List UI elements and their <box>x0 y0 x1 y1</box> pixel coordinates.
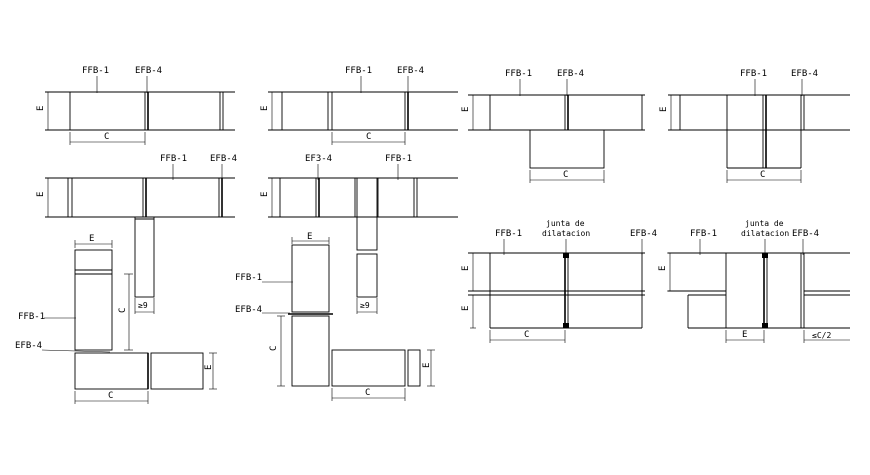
dim-e: E <box>204 365 214 370</box>
detail-9-expansion-joint: E E C FFB-1 junta de dilatacion EFB-4 <box>461 219 657 343</box>
label-ffb1: FFB-1 <box>495 229 522 239</box>
label-ffb1: FFB-1 <box>385 154 412 164</box>
label-junta-2: dilatacion <box>542 229 590 238</box>
label-ffb1: FFB-1 <box>82 66 109 76</box>
label-efb4: EFB-4 <box>210 154 237 164</box>
detail-1-straight-joint: E C FFB-1 EFB-4 <box>36 66 235 145</box>
label-efb4: EFB-4 <box>630 229 657 239</box>
dim-e: E <box>307 232 312 242</box>
dim-e: E <box>36 192 46 197</box>
label-ffb1: FFB-1 <box>505 69 532 79</box>
label-efb4: EFB-4 <box>15 341 42 351</box>
dim-e: E <box>659 107 669 112</box>
dim-c: C <box>104 132 109 142</box>
label-ffb1: FFB-1 <box>345 66 372 76</box>
dim-e: E <box>36 106 46 111</box>
dim-ge9: ≥9 <box>360 301 370 310</box>
label-ffb1: FFB-1 <box>740 69 767 79</box>
dim-c: C <box>760 170 765 180</box>
dim-c: C <box>269 346 279 351</box>
detail-4-pier: E C FFB-1 EFB-4 <box>659 69 850 183</box>
detail-7-corner: E C C E FFB-1 EFB-4 <box>15 234 217 404</box>
detail-8-corner: E C C E FFB-1 EFB-4 <box>235 232 435 401</box>
label-efb4: EFB-4 <box>135 66 162 76</box>
dim-c: C <box>108 391 113 401</box>
dim-c-half: ≤C/2 <box>812 331 831 340</box>
dim-e: E <box>658 266 668 271</box>
label-efb4: EFB-4 <box>791 69 818 79</box>
dim-ge9: ≥9 <box>138 301 148 310</box>
dim-e: E <box>422 363 432 368</box>
label-efb4: EFB-4 <box>397 66 424 76</box>
dim-e: E <box>461 306 471 311</box>
label-ffb1: FFB-1 <box>690 229 717 239</box>
dim-e: E <box>461 266 471 271</box>
dim-c: C <box>524 330 529 340</box>
dim-e: E <box>260 106 270 111</box>
dim-e: E <box>89 234 94 244</box>
detail-5-wall-with-pier: ≥9 E FFB-1 EFB-4 <box>36 154 237 314</box>
label-efb4: EF3-4 <box>305 154 332 164</box>
dim-c: C <box>118 308 128 313</box>
label-ffb1: FFB-1 <box>160 154 187 164</box>
detail-6-wall-with-column: ≥9 E EF3-4 FFB-1 <box>260 154 458 314</box>
detail-10-expansion-joint-column: E E ≤C/2 FFB-1 junta de dilatacion EFB-4 <box>658 219 850 343</box>
label-ffb1: FFB-1 <box>18 312 45 322</box>
dim-e: E <box>260 192 270 197</box>
label-junta-2: dilatacion <box>741 229 789 238</box>
dim-c: C <box>366 132 371 142</box>
detail-3-t-joint: E C FFB-1 EFB-4 <box>461 69 645 183</box>
dim-c: C <box>365 388 370 398</box>
dim-c: C <box>563 170 568 180</box>
label-ffb1: FFB-1 <box>235 273 262 283</box>
detail-2-offset-joint: E C FFB-1 EFB-4 <box>260 66 458 145</box>
label-junta-1: junta de <box>546 219 585 228</box>
label-junta-1: junta de <box>745 219 784 228</box>
label-efb4: EFB-4 <box>235 305 262 315</box>
dim-e: E <box>742 330 747 340</box>
dim-e: E <box>461 107 471 112</box>
label-efb4: EFB-4 <box>792 229 819 239</box>
label-efb4: EFB-4 <box>557 69 584 79</box>
